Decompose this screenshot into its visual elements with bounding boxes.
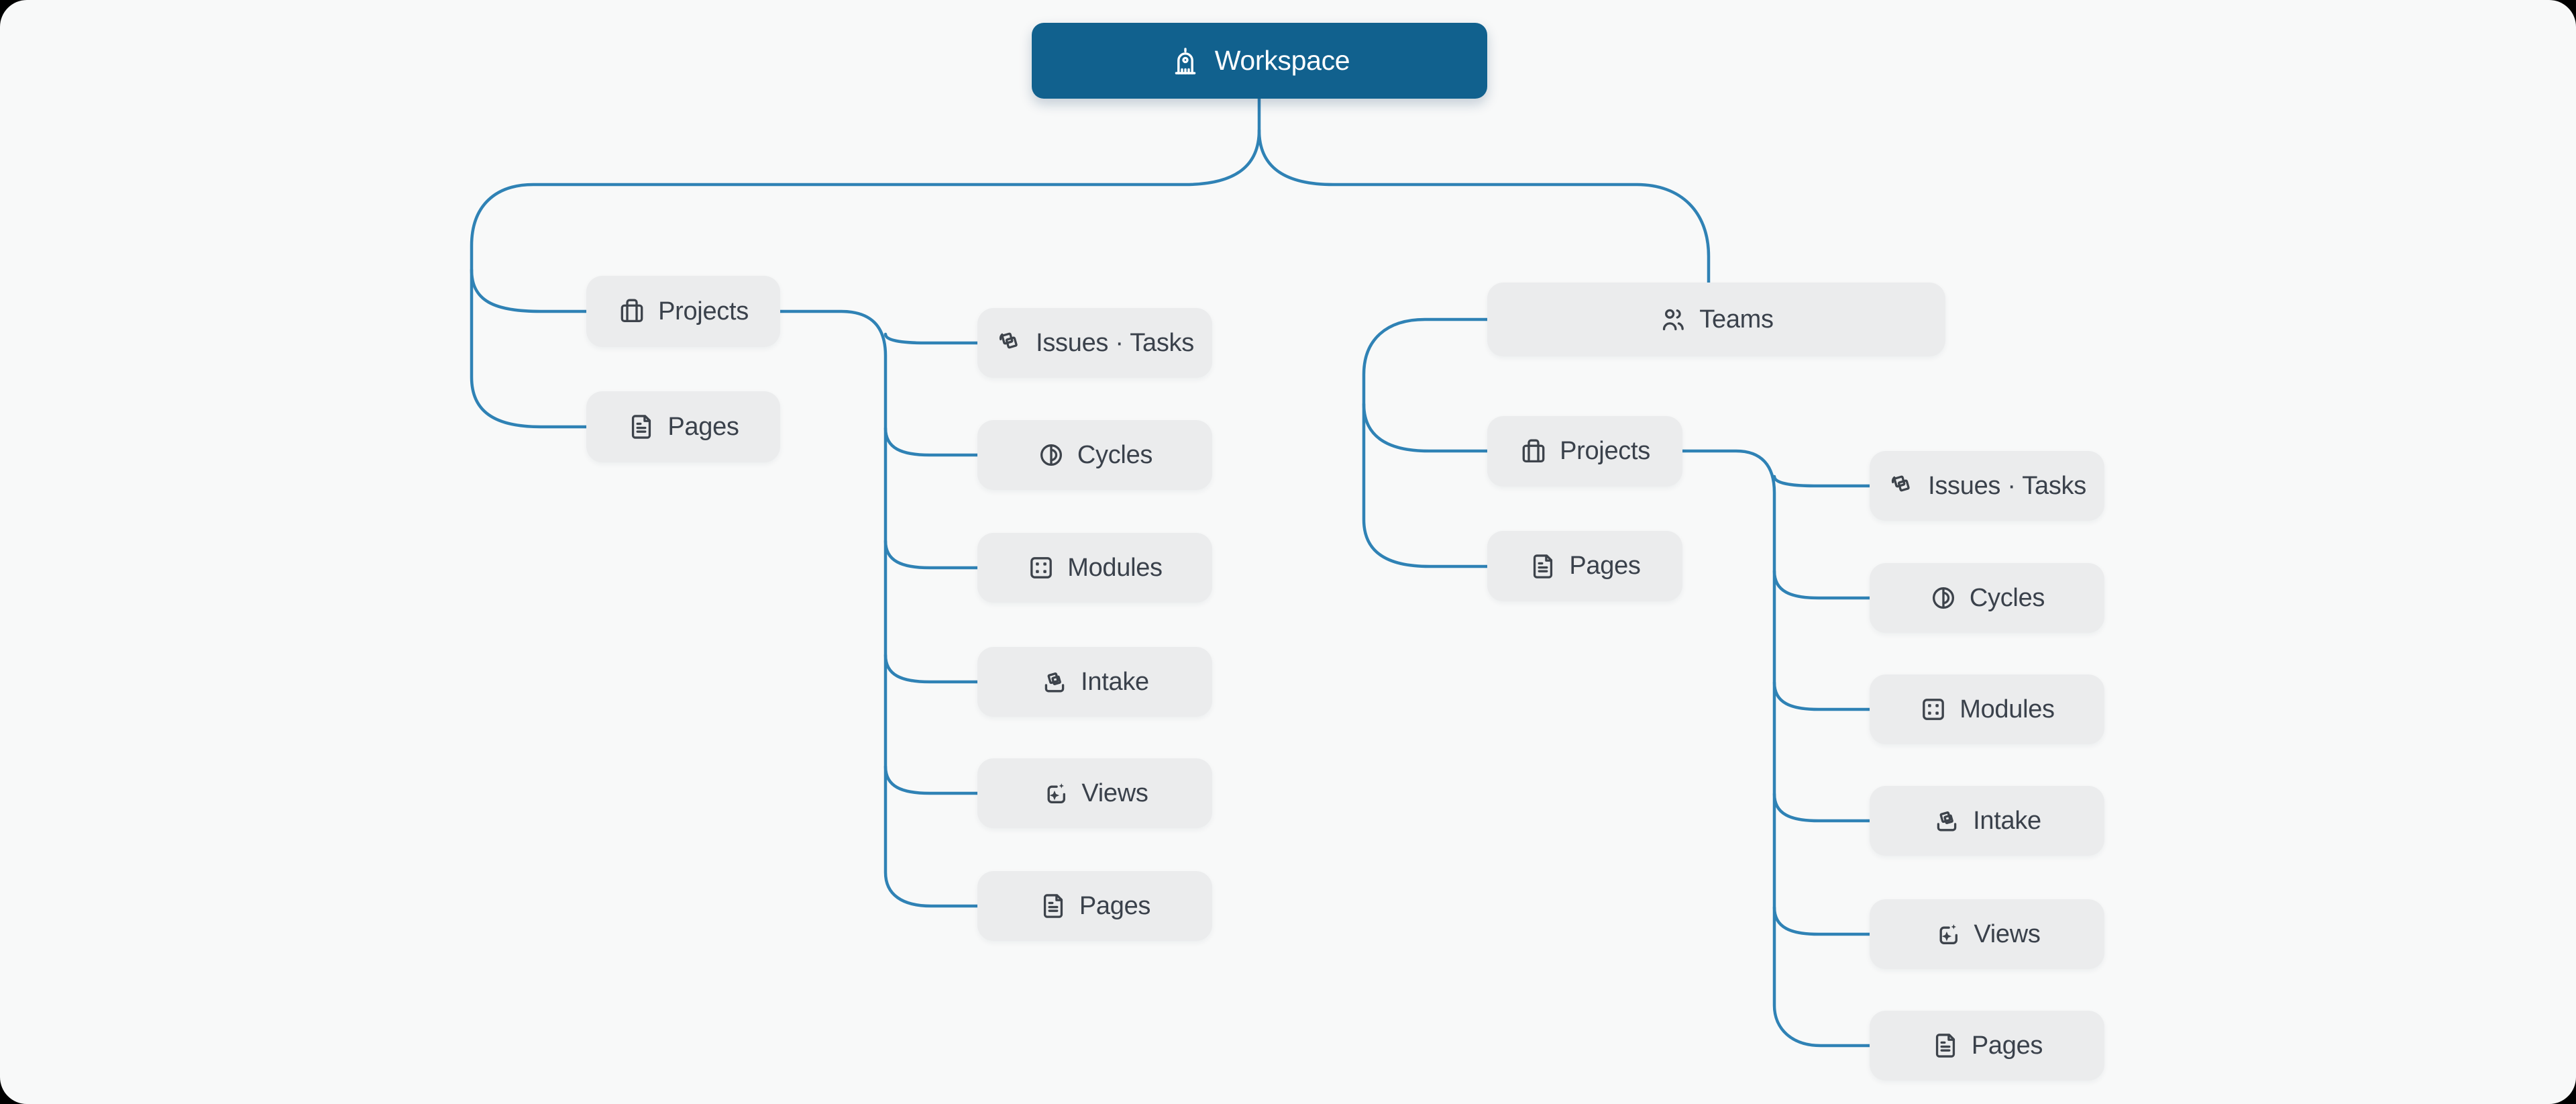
views-frame-sparkle-icon [1933, 920, 1962, 948]
edge-workspace-to-left-projects [470, 268, 588, 313]
node-right-issues-tasks: Issues · Tasks [1870, 451, 2104, 521]
edge-left-projects-to-issues [883, 332, 979, 345]
node-left-cycles: Cycles [977, 420, 1212, 490]
layers-icon [1888, 472, 1916, 500]
node-left-feature-pages: Pages [977, 871, 1212, 941]
edge-workspace-left-branch [470, 97, 1261, 429]
node-left-modules: Modules [977, 533, 1212, 603]
node-left-issues-tasks-label: Issues · Tasks [1036, 328, 1194, 357]
edge-teams-to-projects [1362, 402, 1489, 453]
briefcase-icon [1519, 438, 1548, 466]
page-document-icon [1529, 552, 1557, 581]
node-left-projects: Projects [586, 276, 780, 347]
node-right-cycles: Cycles [1870, 563, 2104, 633]
node-left-issues-tasks: Issues · Tasks [977, 308, 1212, 378]
edge-right-projects-to-modules [1772, 681, 1872, 711]
edge-right-projects-to-issues [1772, 474, 1872, 488]
edge-workspace-to-teams [1257, 128, 1711, 287]
edge-right-projects-trunk [1680, 449, 1872, 1048]
node-teams-projects: Projects [1487, 416, 1682, 487]
users-icon [1659, 305, 1687, 334]
edge-left-projects-to-cycles [883, 426, 979, 457]
edge-right-projects-to-cycles [1772, 569, 1872, 600]
node-right-views: Views [1870, 899, 2104, 969]
node-right-intake-label: Intake [1973, 806, 2041, 835]
modules-dice-icon [1919, 695, 1947, 723]
intake-tray-icon [1040, 668, 1069, 696]
page-document-icon [627, 413, 655, 441]
node-left-views-label: Views [1081, 779, 1148, 807]
node-workspace: Workspace [1032, 23, 1487, 99]
node-right-views-label: Views [1974, 919, 2041, 948]
edge-right-projects-to-intake [1772, 792, 1872, 823]
cycle-half-circle-icon [1037, 441, 1065, 469]
node-right-intake: Intake [1870, 786, 2104, 856]
views-frame-sparkle-icon [1041, 779, 1069, 807]
node-teams: Teams [1487, 283, 1945, 356]
edge-left-projects-trunk [778, 309, 979, 908]
modules-dice-icon [1027, 554, 1055, 582]
layers-icon [996, 329, 1024, 357]
node-left-pages-label: Pages [667, 412, 739, 441]
node-right-modules: Modules [1870, 674, 2104, 744]
page-document-icon [1931, 1032, 1960, 1060]
node-left-feature-pages-label: Pages [1079, 891, 1151, 920]
intake-tray-icon [1933, 807, 1961, 835]
page-document-icon [1039, 892, 1067, 920]
cycle-half-circle-icon [1929, 584, 1957, 612]
node-left-cycles-label: Cycles [1077, 440, 1153, 469]
edge-left-projects-to-intake [883, 653, 979, 684]
edge-left-projects-to-views [883, 764, 979, 795]
node-teams-label: Teams [1699, 305, 1774, 334]
edge-teams-trunk [1362, 317, 1489, 568]
node-teams-pages: Pages [1487, 531, 1682, 601]
node-teams-projects-label: Projects [1560, 437, 1650, 465]
workspace-building-icon [1169, 45, 1201, 77]
briefcase-icon [618, 297, 646, 325]
node-right-modules-label: Modules [1960, 695, 2055, 723]
node-left-views: Views [977, 758, 1212, 828]
edge-right-projects-to-views [1772, 905, 1872, 936]
node-left-intake-label: Intake [1081, 667, 1149, 696]
node-left-intake: Intake [977, 647, 1212, 717]
node-right-issues-tasks-label: Issues · Tasks [1928, 471, 2086, 500]
node-left-projects-label: Projects [658, 297, 749, 325]
node-left-modules-label: Modules [1067, 553, 1163, 582]
node-right-cycles-label: Cycles [1969, 583, 2045, 612]
node-left-pages: Pages [586, 391, 780, 462]
node-teams-pages-label: Pages [1569, 552, 1641, 580]
node-right-feature-pages-label: Pages [1971, 1031, 2043, 1060]
node-workspace-label: Workspace [1214, 45, 1350, 76]
node-right-feature-pages: Pages [1870, 1011, 2104, 1081]
edge-left-projects-to-modules [883, 539, 979, 570]
